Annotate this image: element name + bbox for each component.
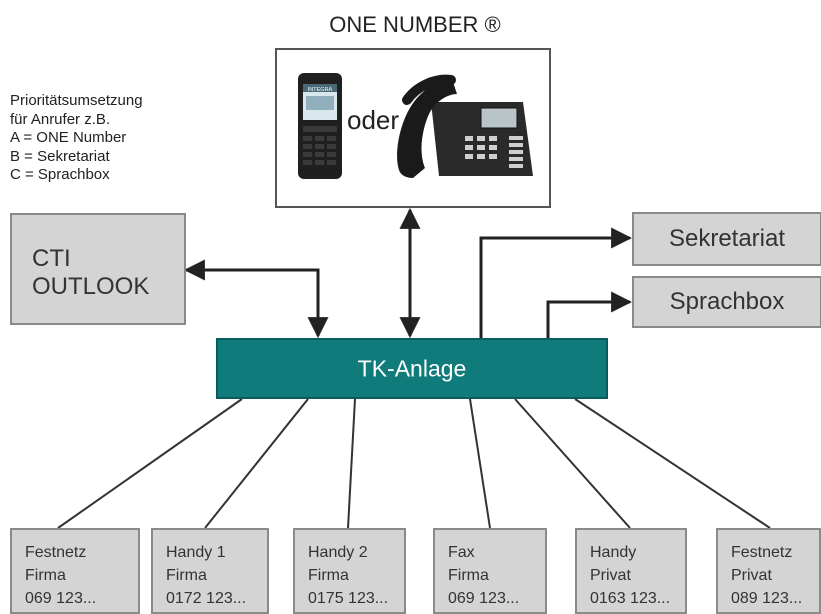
endpoint-line: Handy 2 (308, 544, 368, 561)
endpoint-number: 0172 123... (166, 590, 247, 607)
oder-label: oder (347, 105, 400, 135)
tk-endpoint-line-1 (57, 398, 243, 529)
endpoint-festnetz-privat: Festnetz Privat 089 123... (716, 528, 821, 614)
endpoint-handy2-firma: Handy 2 Firma 0175 123... (293, 528, 406, 614)
tk-endpoint-line-5 (514, 398, 631, 529)
sekretariat-box: Sekretariat (632, 212, 821, 266)
endpoint-line: Handy (590, 544, 637, 561)
sprachbox-label: Sprachbox (669, 288, 785, 315)
endpoint-number: 0163 123... (590, 590, 671, 607)
tk-anlage-label: TK-Anlage (357, 355, 467, 381)
endpoint-line: Handy 1 (166, 544, 226, 561)
endpoint-number: 0175 123... (308, 590, 389, 607)
endpoint-number: 089 123... (731, 590, 803, 607)
priority-note-line: für Anrufer z.B. (10, 110, 111, 128)
endpoint-festnetz-firma: Festnetz Firma 069 123... (10, 528, 140, 614)
priority-note-line: B = Sekretariat (10, 147, 110, 165)
endpoint-line: Privat (590, 567, 631, 584)
tk-endpoint-line-6 (574, 398, 771, 529)
diagram-title: ONE NUMBER ® (329, 12, 501, 37)
endpoint-line: Privat (731, 567, 772, 584)
tk-anlage-box: TK-Anlage (216, 338, 608, 399)
priority-note-line: Prioritätsumsetzung (10, 92, 143, 109)
tk-endpoint-line-4 (469, 398, 491, 529)
desk-phone-icon (397, 74, 533, 178)
endpoint-line: Firma (448, 567, 489, 584)
one-number-box: INTEGRA oder (275, 48, 551, 208)
priority-note-line: C = Sprachbox (10, 166, 110, 183)
cti-label: CTI (32, 245, 71, 272)
phone-brand-label: INTEGRA (308, 87, 333, 93)
endpoint-line: Firma (308, 567, 349, 584)
endpoint-number: 069 123... (448, 590, 520, 607)
priority-note-line: A = ONE Number (10, 129, 127, 146)
endpoint-line: Festnetz (731, 544, 793, 561)
tk-endpoint-line-3 (347, 398, 356, 529)
outlook-label: OUTLOOK (32, 273, 150, 300)
cti-tk-arrow (183, 259, 329, 339)
tk-endpoint-line-2 (204, 398, 309, 529)
endpoint-number: 069 123... (25, 590, 97, 607)
endpoint-fax-firma: Fax Firma 069 123... (433, 528, 547, 614)
priority-note: Prioritätsumsetzung für Anrufer z.B. A =… (10, 92, 143, 185)
tk-sekretariat-arrow (479, 227, 633, 338)
cti-outlook-box: CTI OUTLOOK (10, 213, 186, 325)
endpoint-line: Festnetz (25, 544, 87, 561)
mobile-phone-icon: INTEGRA (298, 73, 342, 179)
tk-sprachbox-arrow (546, 291, 633, 338)
sekretariat-label: Sekretariat (668, 225, 786, 252)
endpoint-line: Firma (25, 567, 66, 584)
sprachbox-box: Sprachbox (632, 276, 821, 328)
endpoint-line: Firma (166, 567, 207, 584)
endpoint-line: Fax (448, 544, 475, 561)
endpoint-handy1-firma: Handy 1 Firma 0172 123... (151, 528, 269, 614)
endpoint-handy-privat: Handy Privat 0163 123... (575, 528, 687, 614)
